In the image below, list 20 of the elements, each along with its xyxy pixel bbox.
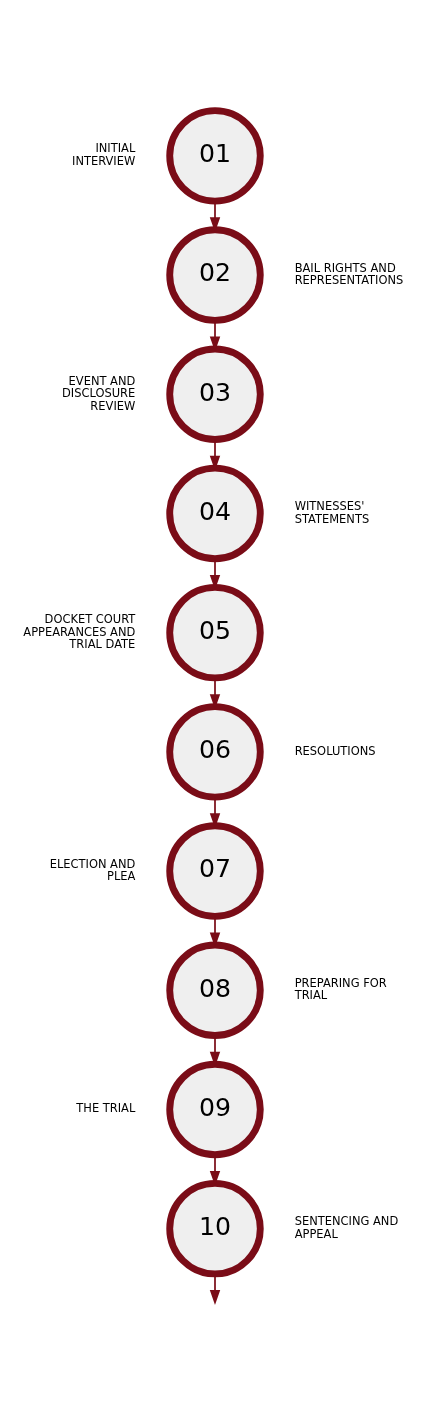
node-label: PREPARING FOR TRIAL: [294, 975, 387, 1002]
node-label: BAIL RIGHTS AND REPRESENTATIONS: [294, 260, 404, 287]
node-label: THE TRIAL: [76, 1100, 136, 1115]
node-label: INITIAL INTERVIEW: [72, 140, 136, 168]
node-circle: 07: [166, 821, 264, 920]
node-circle: 09: [166, 1060, 264, 1158]
node-label: ELECTION AND PLEA: [49, 856, 136, 883]
node-circle: 03: [166, 345, 264, 443]
node-label: DOCKET COURT APPEARANCES AND TRIAL DATE: [23, 611, 136, 651]
node-circle: 02: [166, 225, 264, 324]
node-circle: 06: [166, 702, 264, 801]
node-circle: 05: [166, 583, 264, 681]
node-label: WITNESSES' STATEMENTS: [294, 498, 370, 526]
node-circle: 04: [166, 464, 264, 562]
node-circle: 08: [166, 941, 264, 1039]
node-label: EVENT AND DISCLOSURE REVIEW: [62, 373, 136, 413]
node-label: SENTENCING AND APPEAL: [294, 1213, 399, 1241]
node-label: RESOLUTIONS: [294, 743, 376, 758]
node-circle: 01: [166, 106, 264, 205]
node-circle: 10: [166, 1179, 264, 1277]
